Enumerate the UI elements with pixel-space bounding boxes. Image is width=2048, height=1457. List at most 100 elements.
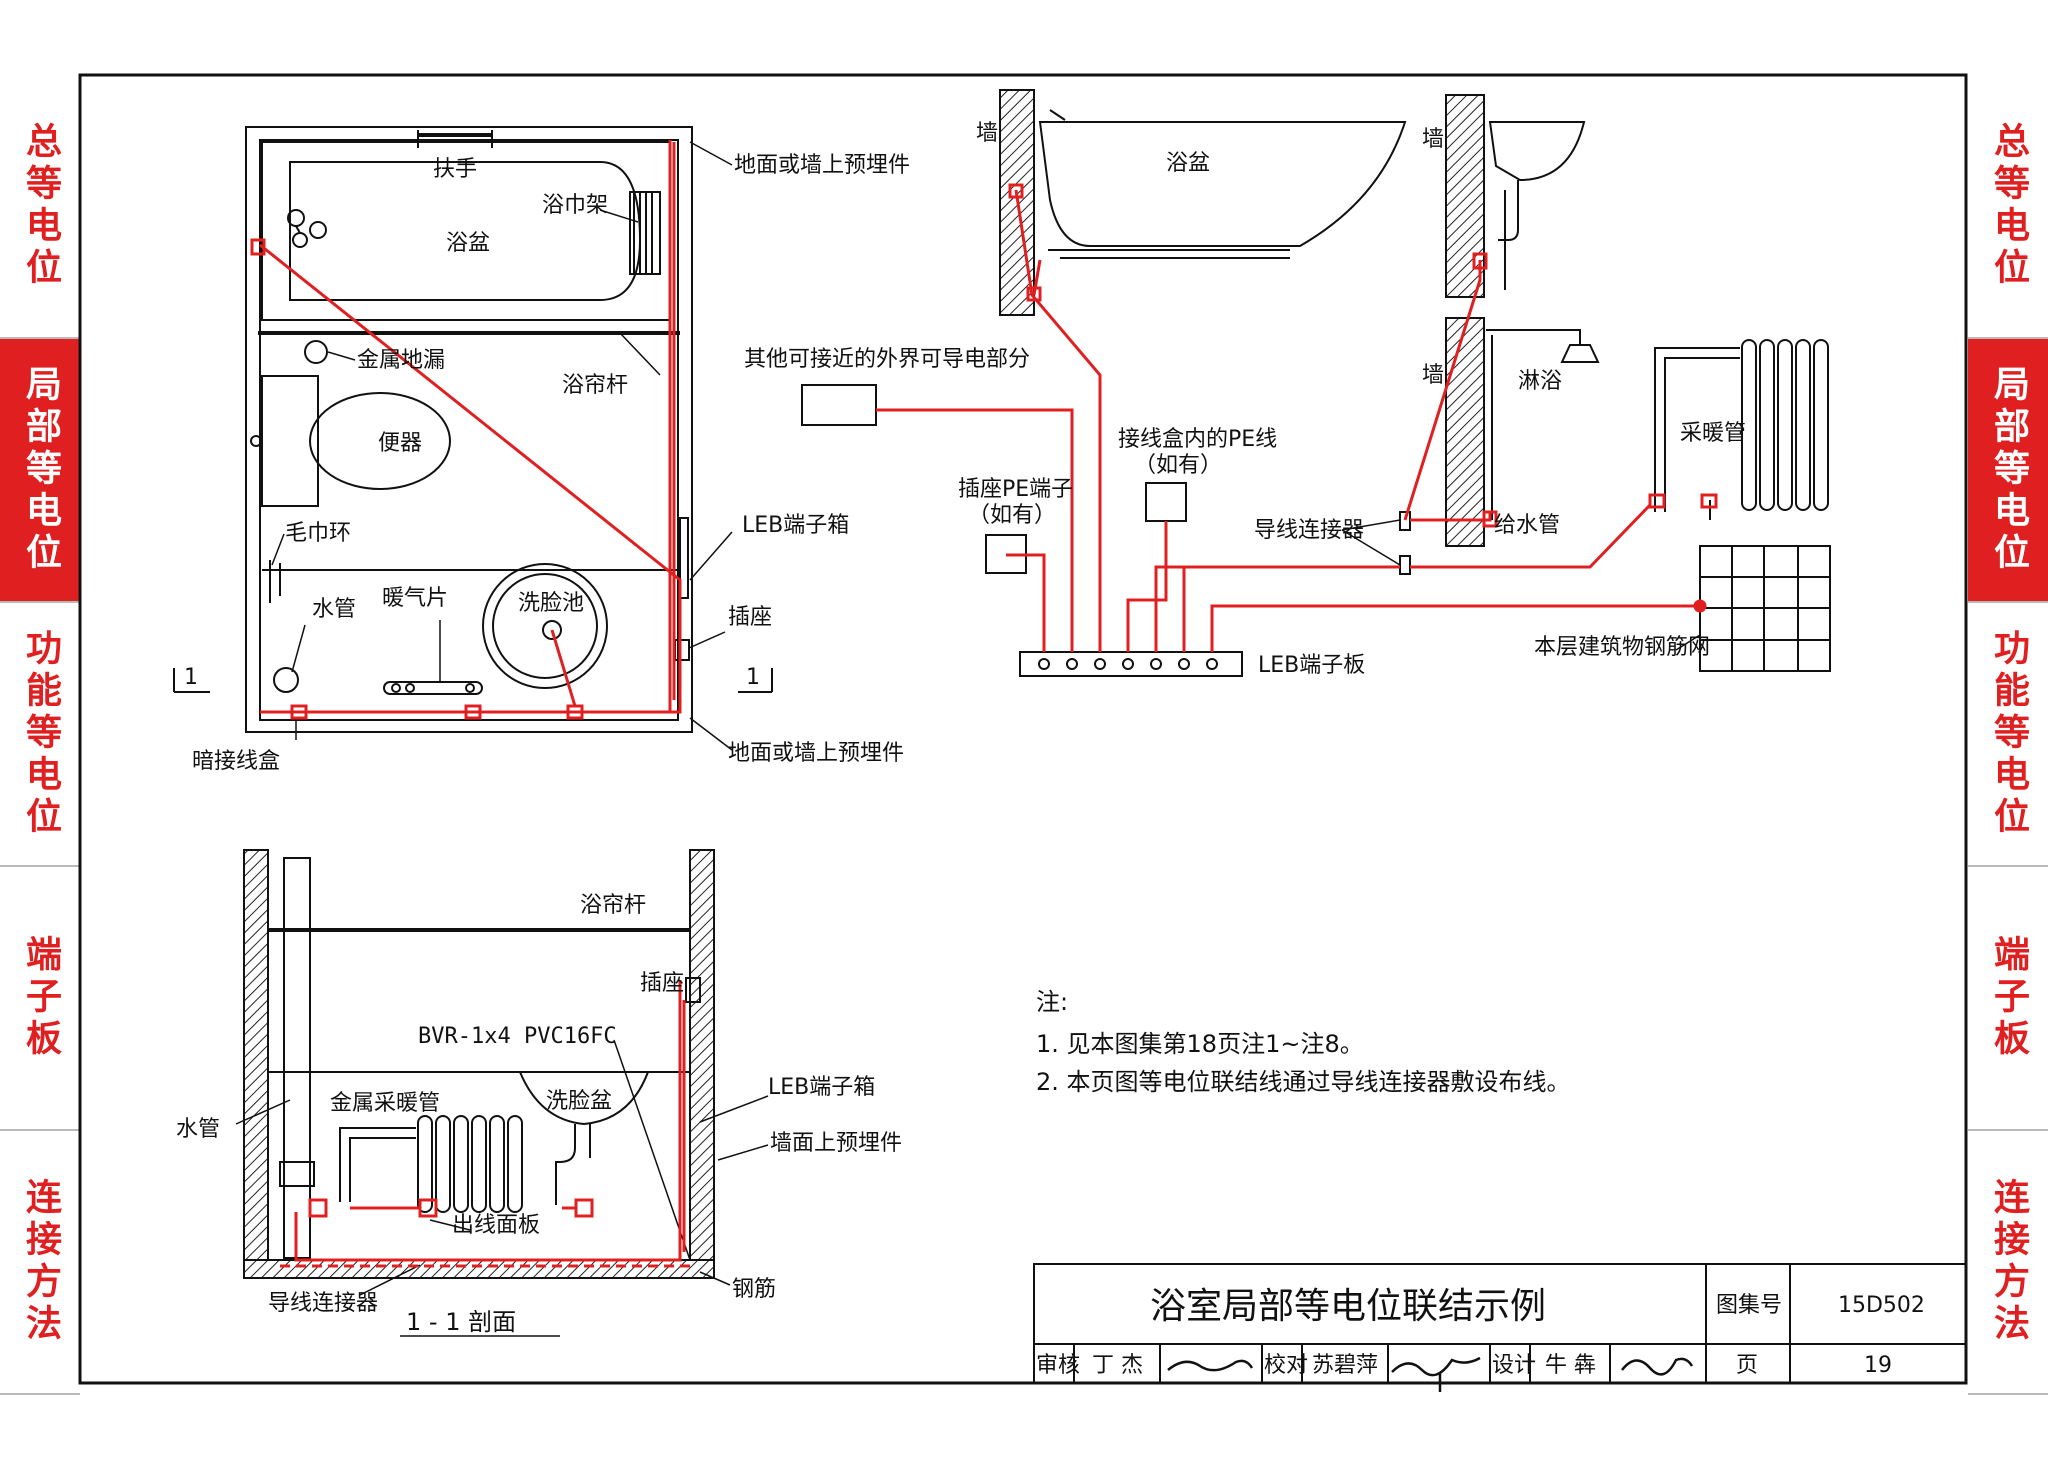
leb-board <box>1019 651 1243 677</box>
section-floor <box>243 1259 715 1279</box>
section-mark-left <box>173 668 210 693</box>
toilet <box>250 375 451 507</box>
review-name: 丁 杰 <box>1092 1353 1143 1378</box>
sidebar-item-terminal-board[interactable]: 端子板 <box>0 867 80 1131</box>
sidebar-item-total-equipotential[interactable]: 总等电位 <box>0 75 80 339</box>
section-wall-right <box>689 849 715 1279</box>
sidebar-item-label: 连接方法 <box>1988 1178 2029 1346</box>
handrail-label: 扶手 <box>433 157 477 182</box>
section-water-pipe <box>283 857 311 1259</box>
heating-pipe <box>1654 339 1829 520</box>
sidebar-item-functional-equipotential[interactable]: 功能等电位 <box>0 603 80 867</box>
towel-ring <box>262 560 290 603</box>
section-wires <box>280 980 690 1268</box>
wall-1 <box>999 89 1035 316</box>
sidebar-item-label: 局部等电位 <box>20 365 61 575</box>
towel-rack-label: 浴巾架 <box>542 193 608 218</box>
toilet-label: 便器 <box>378 431 422 456</box>
pe-box <box>1145 482 1187 522</box>
water-pipe-label: 水管 <box>312 597 356 622</box>
if-any-2-label: （如有） <box>968 503 1056 528</box>
atlas-label: 图集号 <box>1716 1293 1782 1318</box>
wall-2-label: 墙 <box>1422 127 1444 152</box>
section-socket <box>685 977 701 1003</box>
other-parts-label: 其他可接近的外界可导电部分 <box>744 347 1030 372</box>
other-parts-box <box>801 384 877 426</box>
leb-box-plan <box>679 517 689 599</box>
rebar-mesh <box>1699 545 1831 672</box>
notes-heading: 注: <box>1036 988 1068 1016</box>
sidebar-item-total-equipotential[interactable]: 总等电位 <box>1968 75 2048 339</box>
sidebar-item-local-equipotential[interactable]: 局部等电位 <box>0 339 80 603</box>
sidebar-item-connection-method[interactable]: 连接方法 <box>0 1131 80 1395</box>
sidebar-item-connection-method[interactable]: 连接方法 <box>1968 1131 2048 1395</box>
sidebar-item-label: 端子板 <box>1988 935 2029 1061</box>
signatures <box>1167 1356 1694 1392</box>
towel-ring-label: 毛巾环 <box>285 521 351 546</box>
cable-spec-label: BVR-1x4 PVC16FC <box>418 1024 617 1049</box>
sidebar-item-label: 端子板 <box>20 935 61 1061</box>
rebar-label: 钢筋 <box>732 1277 776 1302</box>
shower-label: 淋浴 <box>1518 369 1562 394</box>
sidebar-item-terminal-board[interactable]: 端子板 <box>1968 867 2048 1131</box>
note-2: 2. 本页图等电位联结线通过导线连接器敷设布线。 <box>1036 1068 1571 1096</box>
junction-box-label: 暗接线盒 <box>192 749 280 774</box>
plan-view <box>173 126 773 751</box>
section-radiator <box>339 1115 523 1213</box>
tub-section <box>1038 121 1407 247</box>
metal-drain-label: 金属地漏 <box>357 348 445 373</box>
section-mark-right <box>738 668 773 693</box>
drawing-frame <box>78 73 1968 1385</box>
washbasin-label: 洗脸池 <box>518 591 584 616</box>
design-label: 设计 <box>1492 1353 1536 1378</box>
leb-board-label: LEB端子板 <box>1258 653 1365 678</box>
sidebar-item-functional-equipotential[interactable]: 功能等电位 <box>1968 603 2048 867</box>
plan-room-inner <box>259 139 679 721</box>
leb-box-label: LEB端子箱 <box>742 513 849 538</box>
shower-pipe <box>1486 329 1581 345</box>
section-wire-connector-label: 导线连接器 <box>268 1291 378 1316</box>
tub-label: 浴盆 <box>1166 151 1210 176</box>
design-name: 牛 犇 <box>1545 1353 1596 1378</box>
section-leb-box-label: LEB端子箱 <box>768 1075 875 1100</box>
socket-pe-label: 插座PE端子 <box>958 477 1073 502</box>
supply-pipe-label: 给水管 <box>1494 513 1560 538</box>
heating-pipe-label: 采暖管 <box>1680 421 1746 446</box>
embedded-bottom-label: 地面或墙上预埋件 <box>728 741 904 766</box>
section-wall-left <box>243 849 269 1279</box>
system-diagram <box>801 89 1831 677</box>
rebar-mesh-label: 本层建筑物钢筋网 <box>1534 635 1710 660</box>
section-mark-right-label: 1 <box>746 665 760 690</box>
sidebar-item-local-equipotential[interactable]: 局部等电位 <box>1968 339 2048 603</box>
handrail <box>417 130 493 148</box>
sidebar-item-label: 局部等电位 <box>1988 365 2029 575</box>
sidebar-item-label: 总等电位 <box>20 122 61 290</box>
plan-room-outline <box>245 126 693 733</box>
shower-head <box>1560 344 1600 363</box>
water-pipe <box>273 667 299 693</box>
plan-leaders <box>271 141 733 751</box>
review-label: 审核 <box>1036 1353 1080 1378</box>
if-any-1-label: （如有） <box>1134 453 1222 478</box>
section-title: 1 - 1 剖面 <box>406 1308 516 1336</box>
metal-heating-label: 金属采暖管 <box>330 1091 440 1116</box>
metal-drain <box>304 340 328 364</box>
curtain-rod-label: 浴帘杆 <box>562 373 628 398</box>
drawing-title: 浴室局部等电位联结示例 <box>1150 1286 1546 1327</box>
section-mark-left-label: 1 <box>184 665 198 690</box>
bathtub-label: 浴盆 <box>446 231 490 256</box>
section-socket-label: 插座 <box>640 971 684 996</box>
page-no: 19 <box>1864 1353 1892 1378</box>
sidebar-item-label: 总等电位 <box>1988 122 2029 290</box>
wall-embedded-label: 墙面上预埋件 <box>770 1131 902 1156</box>
wire-connector-1 <box>1399 511 1411 531</box>
system-wires <box>876 183 1718 652</box>
washbasin-section <box>1488 121 1586 182</box>
section-washbasin-label: 洗脸盆 <box>546 1089 612 1114</box>
page-label: 页 <box>1736 1353 1758 1378</box>
wall-2 <box>1445 94 1485 298</box>
towel-rack <box>629 191 661 275</box>
faucet <box>287 209 327 248</box>
check-label: 校对 <box>1264 1353 1308 1378</box>
